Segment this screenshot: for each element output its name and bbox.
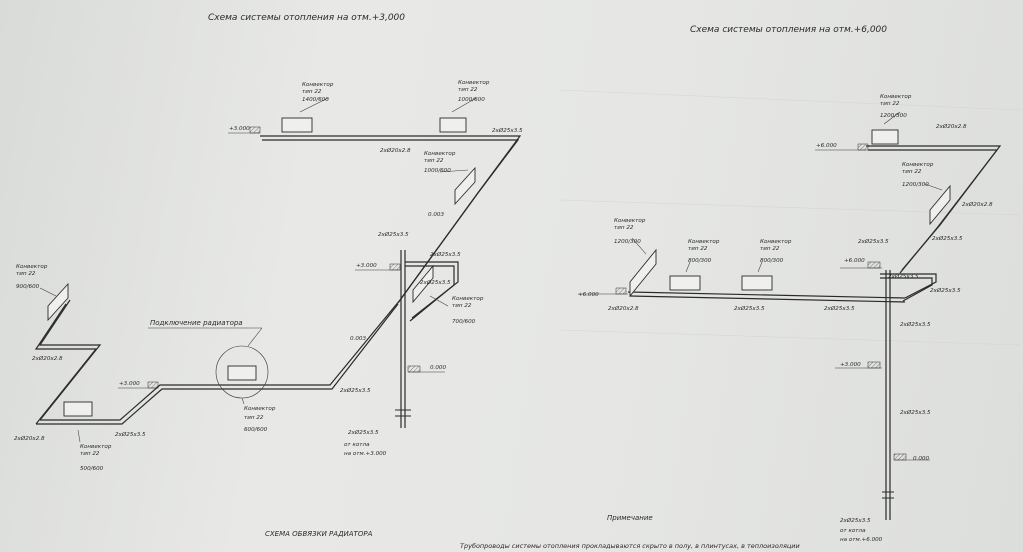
left-pipe-network — [34, 135, 522, 428]
svg-text:тип 22: тип 22 — [424, 158, 444, 164]
svg-text:тип 22: тип 22 — [16, 271, 36, 277]
right-pipe-labels: 2xØ20x2.8 2xØ20x2.8 2xØ25x3.5 2xØ25x3.5 … — [608, 123, 993, 543]
title-connection: Подключение радиатора — [150, 319, 243, 327]
right-pipe-network — [627, 145, 1002, 520]
svg-text:от котла: от котла — [840, 528, 866, 534]
svg-text:2xØ25x3.5: 2xØ25x3.5 — [840, 517, 871, 524]
level-6000-riser: +6.000 — [844, 258, 865, 264]
svg-text:Конвектор: Конвектор — [614, 218, 646, 224]
svg-text:Конвектор: Конвектор — [902, 162, 934, 168]
level-3000-top: +3.000 — [229, 126, 250, 132]
title-radiator-binding: СХЕМА ОБВЯЗКИ РАДИАТОРА — [265, 530, 373, 538]
level-6000-top: +6.000 — [816, 143, 837, 149]
svg-text:тип 22: тип 22 — [244, 415, 264, 421]
paper-texture — [559, 89, 1021, 346]
left-level-marks — [118, 126, 445, 389]
svg-text:2xØ20x2.8: 2xØ20x2.8 — [936, 123, 967, 130]
svg-text:900/600: 900/600 — [16, 284, 40, 290]
svg-text:2xØ25x3.5: 2xØ25x3.5 — [930, 287, 961, 294]
level-3000-bottom: +3.000 — [119, 381, 140, 387]
left-riser-valves — [395, 409, 411, 417]
svg-text:Конвектор: Конвектор — [302, 82, 334, 88]
note-heading: Примечание — [607, 514, 653, 522]
svg-text:тип 22: тип 22 — [452, 303, 472, 309]
svg-text:2xØ20x2.8: 2xØ20x2.8 — [32, 355, 63, 362]
svg-text:2xØ25x3.5: 2xØ25x3.5 — [420, 279, 451, 286]
svg-text:800/300: 800/300 — [760, 258, 784, 264]
svg-text:Конвектор: Конвектор — [880, 94, 912, 100]
level-0000-left: 0.000 — [430, 365, 446, 371]
title-right: Схема системы отопления на отм.+6,000 — [690, 25, 887, 35]
svg-text:2xØ25x3.5: 2xØ25x3.5 — [734, 305, 765, 312]
right-radiators — [629, 129, 951, 298]
svg-text:тип 22: тип 22 — [902, 169, 922, 175]
svg-text:Конвектор: Конвектор — [424, 151, 456, 157]
svg-text:2xØ25x3.5: 2xØ25x3.5 — [900, 409, 931, 416]
svg-text:2xØ25x3.5: 2xØ25x3.5 — [932, 235, 963, 242]
level-3000-right: +3.000 — [840, 362, 861, 368]
left-pipe-labels: 2xØ25x3.5 2xØ20x2.8 2xØ25x3.5 2xØ25x3.5 … — [14, 127, 523, 457]
svg-text:Конвектор: Конвектор — [80, 444, 112, 450]
svg-text:тип 22: тип 22 — [458, 87, 478, 93]
left-convector-labels: Конвектор тип 22 1400/600 Конвектор тип … — [16, 80, 490, 472]
svg-text:тип 22: тип 22 — [80, 451, 100, 457]
svg-text:1400/600: 1400/600 — [302, 97, 329, 103]
level-6000-left: +6.000 — [578, 292, 599, 298]
svg-text:2xØ25x3.5: 2xØ25x3.5 — [348, 429, 379, 436]
svg-text:1200/300: 1200/300 — [902, 182, 929, 188]
svg-text:2xØ25x3.5: 2xØ25x3.5 — [900, 321, 931, 328]
right-riser-valves — [882, 491, 894, 499]
svg-text:на отм.+6.000: на отм.+6.000 — [840, 537, 883, 543]
svg-text:600/600: 600/600 — [244, 427, 268, 433]
svg-text:на отм.+3.000: на отм.+3.000 — [344, 451, 387, 457]
svg-text:2xØ25x3.5: 2xØ25x3.5 — [888, 273, 919, 280]
svg-text:2xØ25x3.5: 2xØ25x3.5 — [824, 305, 855, 312]
slope-left-mid: 0.003 — [350, 336, 366, 342]
svg-text:Конвектор: Конвектор — [16, 264, 48, 270]
svg-text:1000/600: 1000/600 — [424, 168, 451, 174]
left-radiators — [47, 117, 476, 417]
svg-text:тип 22: тип 22 — [880, 101, 900, 107]
svg-text:2xØ25x3.5: 2xØ25x3.5 — [115, 431, 146, 438]
svg-text:Конвектор: Конвектор — [458, 80, 490, 86]
svg-text:тип 22: тип 22 — [302, 89, 322, 95]
right-convector-labels: Конвектор тип 22 1200/300 Конвектор тип … — [614, 94, 943, 273]
svg-text:Конвектор: Конвектор — [688, 239, 720, 245]
svg-text:2xØ20x2.8: 2xØ20x2.8 — [608, 305, 639, 312]
svg-text:2xØ25x3.5: 2xØ25x3.5 — [858, 238, 889, 245]
svg-text:1000/600: 1000/600 — [458, 97, 485, 103]
svg-text:Конвектор: Конвектор — [760, 239, 792, 245]
svg-text:500/600: 500/600 — [80, 466, 104, 472]
svg-text:1200/300: 1200/300 — [614, 239, 641, 245]
svg-text:тип 22: тип 22 — [614, 225, 634, 231]
level-0000-right: 0.000 — [913, 456, 929, 462]
svg-text:1200/300: 1200/300 — [880, 113, 907, 119]
svg-text:700/600: 700/600 — [452, 319, 476, 325]
svg-text:2xØ20x2.8: 2xØ20x2.8 — [14, 435, 45, 442]
note-text: Трубопроводы системы отопления прокладыв… — [460, 542, 800, 550]
svg-text:тип 22: тип 22 — [760, 246, 780, 252]
svg-text:2xØ20x2.8: 2xØ20x2.8 — [962, 201, 993, 208]
slope-left-top: 0.003 — [428, 212, 444, 218]
svg-text:тип 22: тип 22 — [688, 246, 708, 252]
svg-text:2xØ25x3.5: 2xØ25x3.5 — [340, 387, 371, 394]
svg-text:2xØ25x3.5: 2xØ25x3.5 — [492, 127, 523, 134]
svg-text:2xØ25x3.5: 2xØ25x3.5 — [378, 231, 409, 238]
svg-text:2xØ20x2.8: 2xØ20x2.8 — [380, 147, 411, 154]
svg-text:2xØ25x3.5: 2xØ25x3.5 — [430, 251, 461, 258]
title-left: Схема системы отопления на отм.+3,000 — [208, 13, 405, 23]
svg-text:Конвектор: Конвектор — [452, 296, 484, 302]
svg-text:Конвектор: Конвектор — [244, 406, 276, 412]
right-level-marks — [578, 143, 930, 461]
svg-text:от котла: от котла — [344, 442, 370, 448]
level-3000-riser: +3.000 — [356, 263, 377, 269]
svg-text:800/300: 800/300 — [688, 258, 712, 264]
